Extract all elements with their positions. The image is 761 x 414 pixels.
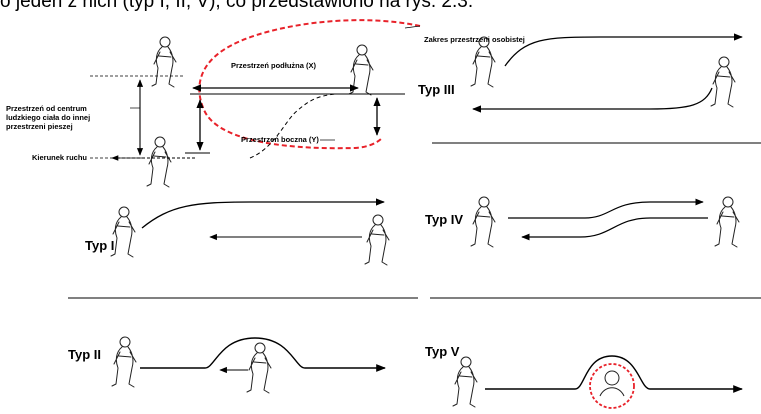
typ-3-label: Typ III — [418, 82, 455, 97]
typ5-path-right — [485, 355, 743, 393]
pedestrian-typ2-b — [246, 342, 272, 394]
typ-2-scenario — [111, 336, 386, 394]
pedestrian-typ5-a — [452, 356, 478, 408]
main-diagram — [90, 19, 421, 188]
pedestrian-main-3 — [146, 136, 172, 188]
typ-2-label: Typ II — [68, 347, 101, 362]
avoidance-path — [249, 93, 336, 159]
typ1-path-right — [141, 198, 385, 229]
typ3-path-right — [504, 33, 743, 67]
pedestrian-typ1-b — [364, 214, 390, 266]
typ-4-label: Typ IV — [425, 212, 464, 227]
pedestrian-typ5-b-head — [604, 370, 620, 386]
personal-space-boundary — [198, 19, 421, 150]
typ-5-scenario — [452, 355, 743, 409]
typ3-path-left — [472, 87, 713, 113]
pedestrian-typ2-a — [111, 336, 137, 388]
direction-of-movement-label: Kierunek ruchu — [32, 153, 88, 162]
typ-1-label: Typ I — [85, 238, 115, 253]
pedestrian-typ4-a — [470, 196, 496, 248]
pedestrian-typ5-b-body — [599, 387, 625, 397]
pedestrian-main-1 — [151, 36, 177, 88]
pedestrian-typ1-a — [110, 206, 136, 258]
pedestrian-typ3-b — [710, 56, 736, 108]
typ-3-scenario — [470, 33, 743, 113]
pedestrian-typ3-a — [470, 36, 496, 88]
leader-line-personal — [404, 25, 421, 29]
typ2-path-right — [140, 337, 386, 372]
pedestrian-typ4-b — [714, 196, 740, 248]
body-center-distance-label: Przestrzeń od centrum ludzkiego ciała do… — [6, 104, 91, 131]
lateral-space-label: Przestrzeń boczna (Y) — [241, 135, 319, 144]
typ-5-label: Typ V — [425, 344, 460, 359]
typ4-path-right — [508, 198, 704, 219]
caption-text: o jeden z nich (typ I, II, V), co przeds… — [0, 0, 474, 12]
typ-4-scenario — [470, 196, 740, 248]
personal-space-extent-label: Zakres przestrzeni osobistej — [424, 35, 525, 44]
personal-space-circle — [589, 363, 635, 409]
typ4-path-left — [521, 217, 708, 241]
longitudinal-space-label: Przestrzeń podłużna (X) — [231, 61, 317, 70]
typ-1-scenario — [110, 198, 390, 266]
